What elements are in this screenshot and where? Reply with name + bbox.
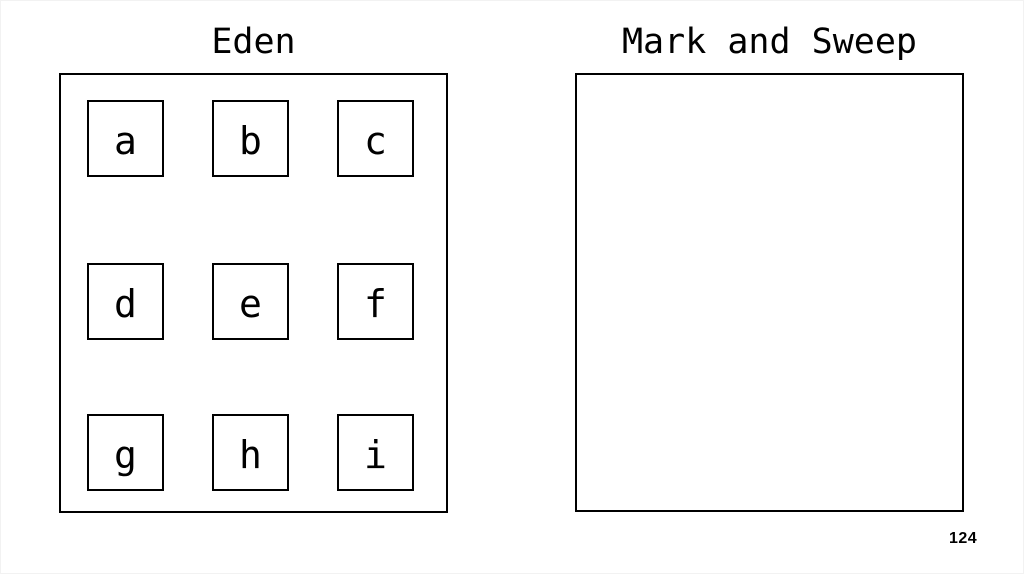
eden-region: a b c d e f g h i (59, 73, 448, 513)
eden-cell-d: d (87, 263, 164, 340)
eden-cell-a: a (87, 100, 164, 177)
mark-and-sweep-title: Mark and Sweep (621, 22, 917, 62)
eden-cell-e: e (212, 263, 289, 340)
eden-cell-i: i (337, 414, 414, 491)
eden-cell-h: h (212, 414, 289, 491)
eden-cell-c: c (337, 100, 414, 177)
mark-and-sweep-region (575, 73, 964, 512)
eden-title: Eden (211, 22, 296, 62)
eden-cell-g: g (87, 414, 164, 491)
eden-cell-b: b (212, 100, 289, 177)
eden-cell-f: f (337, 263, 414, 340)
page-number: 124 (949, 530, 978, 547)
